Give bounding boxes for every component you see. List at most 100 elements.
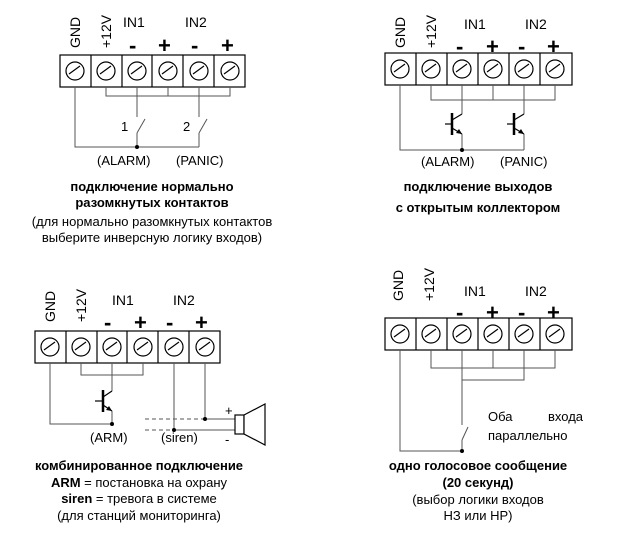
terminal-block	[384, 52, 573, 86]
label-in1-minus: -	[129, 33, 136, 58]
screw-gnd	[40, 337, 60, 357]
label-in2: IN2	[525, 283, 547, 299]
alarm-label: (ALARM)	[97, 153, 150, 168]
speaker-icon	[234, 403, 266, 446]
screw-in2-minus	[164, 337, 184, 357]
panel-open-collector: GND +12V IN1 IN2 - + - +	[384, 14, 573, 215]
caption-line-2: (20 секунд)	[442, 475, 513, 490]
screw-gnd	[390, 59, 410, 79]
switch-2-number: 2	[183, 119, 190, 134]
wiring	[399, 85, 556, 151]
label-12v: +12V	[98, 14, 114, 48]
note-word-2: входа	[548, 409, 584, 424]
junction-dot	[203, 417, 207, 421]
switch-1	[136, 118, 146, 134]
siren-key: siren	[61, 491, 92, 506]
label-in2-plus: +	[195, 310, 208, 335]
transistor-1	[445, 113, 463, 135]
siren-label: (siren)	[161, 430, 198, 445]
terminal-labels: GND +12V IN1 IN2 - + - +	[42, 288, 208, 335]
speaker-minus: -	[225, 432, 229, 447]
caption-line-1: подключение нормально	[70, 179, 233, 194]
label-in1: IN1	[464, 283, 486, 299]
wiring	[399, 350, 556, 452]
speaker-plus: +	[225, 403, 233, 418]
siren-desc: = тревога в системе	[92, 491, 217, 506]
screw-gnd	[390, 324, 410, 344]
junction-dot	[172, 428, 176, 432]
label-in2: IN2	[173, 292, 195, 308]
switch-1-number: 1	[121, 119, 128, 134]
screw-gnd	[65, 61, 85, 81]
screw-12v	[96, 61, 116, 81]
label-in2: IN2	[185, 14, 207, 30]
screw-in1-plus	[483, 59, 503, 79]
screw-in1-minus	[452, 324, 472, 344]
label-in1: IN1	[464, 16, 486, 32]
label-in1-plus: +	[158, 33, 171, 58]
panel-nc-contacts: GND +12V IN1 IN2 - + - +	[32, 14, 273, 245]
alarm-label: (ALARM)	[421, 154, 474, 169]
label-in2-minus: -	[166, 310, 173, 335]
label-in1: IN1	[112, 292, 134, 308]
note-word-1: Оба	[488, 409, 513, 424]
junction-dot	[110, 422, 114, 426]
label-gnd: GND	[42, 291, 58, 322]
screw-in2-plus	[195, 337, 215, 357]
label-in1-minus: -	[456, 34, 463, 59]
label-12v: +12V	[423, 14, 439, 48]
caption-line-3: (выбор логики входов	[412, 492, 544, 507]
terminal-labels: GND +12V IN1 IN2 - + - +	[392, 14, 560, 59]
label-in2-plus: +	[221, 33, 234, 58]
label-in2-minus: -	[191, 33, 198, 58]
label-in1-plus: +	[486, 300, 499, 325]
caption-line-2: разомкнутых контактов	[75, 195, 228, 210]
caption-line-1: одно голосовое сообщение	[389, 458, 567, 473]
screw-12v	[421, 59, 441, 79]
wiring	[49, 363, 235, 431]
label-gnd: GND	[392, 17, 408, 48]
screw-in2-minus	[189, 61, 209, 81]
label-12v: +12V	[421, 267, 437, 301]
wiring	[74, 87, 231, 148]
label-gnd: GND	[390, 270, 406, 301]
caption-line-3: (для нормально разомкнутых контактов	[32, 214, 273, 229]
switch-2	[198, 118, 208, 134]
arm-desc: = постановка на охрану	[81, 475, 228, 490]
arm-key: ARM	[51, 475, 81, 490]
terminal-labels: GND +12V IN1 IN2 - + - +	[67, 14, 234, 58]
screw-in1-minus	[452, 59, 472, 79]
caption-line-4: (для станций мониторинга)	[57, 508, 221, 523]
screw-in2-plus	[220, 61, 240, 81]
panel-combined: GND +12V IN1 IN2 - + - +	[34, 288, 266, 523]
screw-in1-plus	[158, 61, 178, 81]
terminal-block	[34, 330, 221, 364]
caption-line-2: с открытым коллектором	[396, 200, 561, 215]
screw-in1-minus	[127, 61, 147, 81]
label-in2-minus: -	[518, 34, 525, 59]
label-in1-minus: -	[456, 300, 463, 325]
panic-label: (PANIC)	[176, 153, 223, 168]
junction-dot	[460, 449, 464, 453]
note-line-2: параллельно	[488, 428, 567, 443]
caption-line-3: siren = тревога в системе	[61, 491, 217, 506]
label-in2: IN2	[525, 16, 547, 32]
caption-line-1: комбинированное подключение	[35, 458, 243, 473]
label-in1-plus: +	[134, 310, 147, 335]
caption-line-1: подключение выходов	[404, 179, 553, 194]
caption-line-4: выберите инверсную логику входов)	[42, 230, 262, 245]
label-in1: IN1	[123, 14, 145, 30]
caption-line-4: НЗ или НР)	[444, 508, 513, 523]
label-in2-minus: -	[518, 300, 525, 325]
screw-12v	[71, 337, 91, 357]
transistor-2	[507, 113, 525, 135]
label-12v: +12V	[73, 288, 89, 322]
terminal-block	[384, 317, 573, 351]
switch-contact	[461, 426, 469, 441]
arm-label: (ARM)	[90, 430, 128, 445]
screw-in2-plus	[545, 59, 565, 79]
junction-dot	[460, 148, 464, 152]
panel-voice-message: GND +12V IN1 IN2 - + - +	[384, 267, 584, 523]
screw-in1-plus	[133, 337, 153, 357]
